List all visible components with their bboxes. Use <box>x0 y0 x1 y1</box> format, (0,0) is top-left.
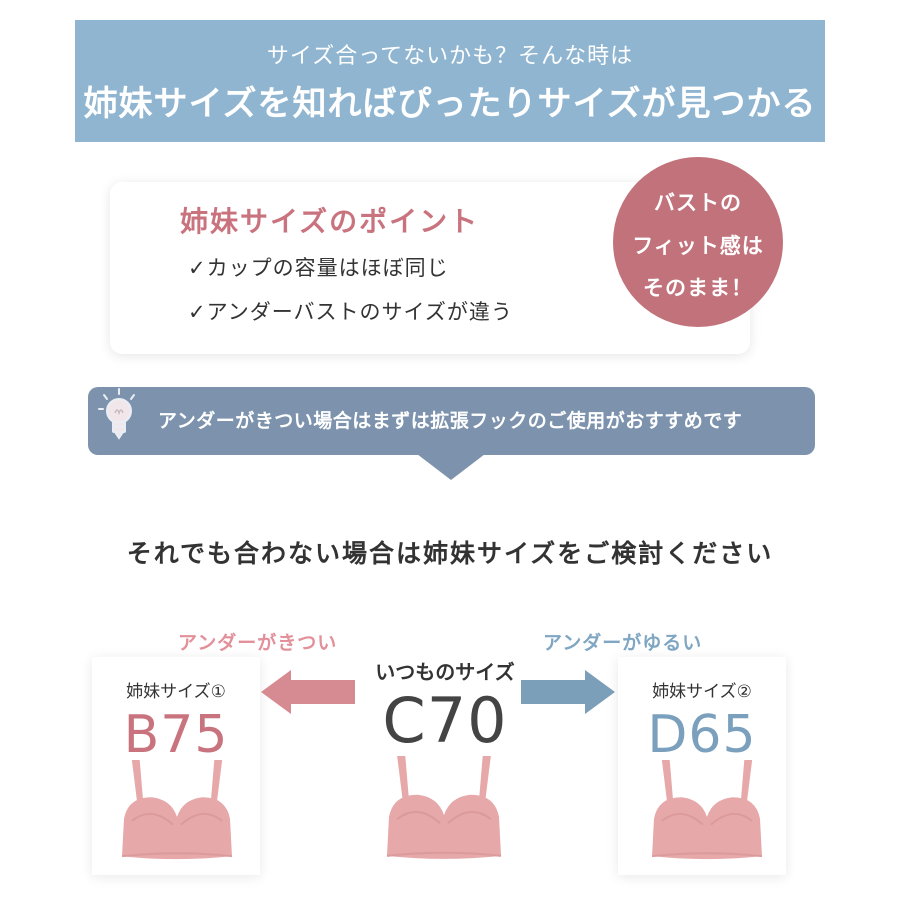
arrow-right-icon <box>521 670 615 714</box>
current-size-value: C70 <box>382 684 508 757</box>
tip-text: アンダーがきつい場合はまずは拡張フックのご使用がおすすめです <box>158 410 743 432</box>
bra-illustration <box>651 760 763 860</box>
badge-line: フィット感は <box>632 234 764 258</box>
badge-line: そのまま！ <box>643 276 753 300</box>
bra-illustration <box>121 760 233 860</box>
banner-subtitle: サイズ合ってないかも？そんな時は <box>266 44 634 69</box>
sister-size-1-label: 姉妹サイズ① <box>126 682 226 702</box>
headline: それでも合わない場合は姉妹サイズをご検討ください <box>126 539 774 568</box>
fit-badge: バストの フィット感は そのまま！ <box>613 157 783 327</box>
sister-size-2-label: 姉妹サイズ② <box>652 682 752 702</box>
badge-line: バストの <box>654 191 742 215</box>
arrow-left-icon <box>261 670 355 714</box>
sister-size-2-value: D65 <box>647 705 757 765</box>
tip-pointer <box>417 454 485 480</box>
tight-label: アンダーがきつい <box>178 632 338 654</box>
loose-label: アンダーがゆるい <box>543 632 703 654</box>
banner-title: 姉妹サイズを知ればぴったりサイズが見つかる <box>83 84 817 124</box>
point-item: ✓カップの容量はほぼ同じ <box>188 256 449 280</box>
point-item: ✓アンダーバストのサイズが違う <box>188 300 513 324</box>
current-size-label: いつものサイズ <box>375 660 515 684</box>
points-title: 姉妹サイズのポイント <box>180 205 480 238</box>
tip-bar <box>88 387 815 455</box>
bra-illustration <box>386 756 502 859</box>
sister-size-1-value: B75 <box>123 705 229 765</box>
lightbulb-icon <box>98 388 135 440</box>
header-banner: サイズ合ってないかも？そんな時は 姉妹サイズを知ればぴったりサイズが見つかる <box>75 20 825 142</box>
